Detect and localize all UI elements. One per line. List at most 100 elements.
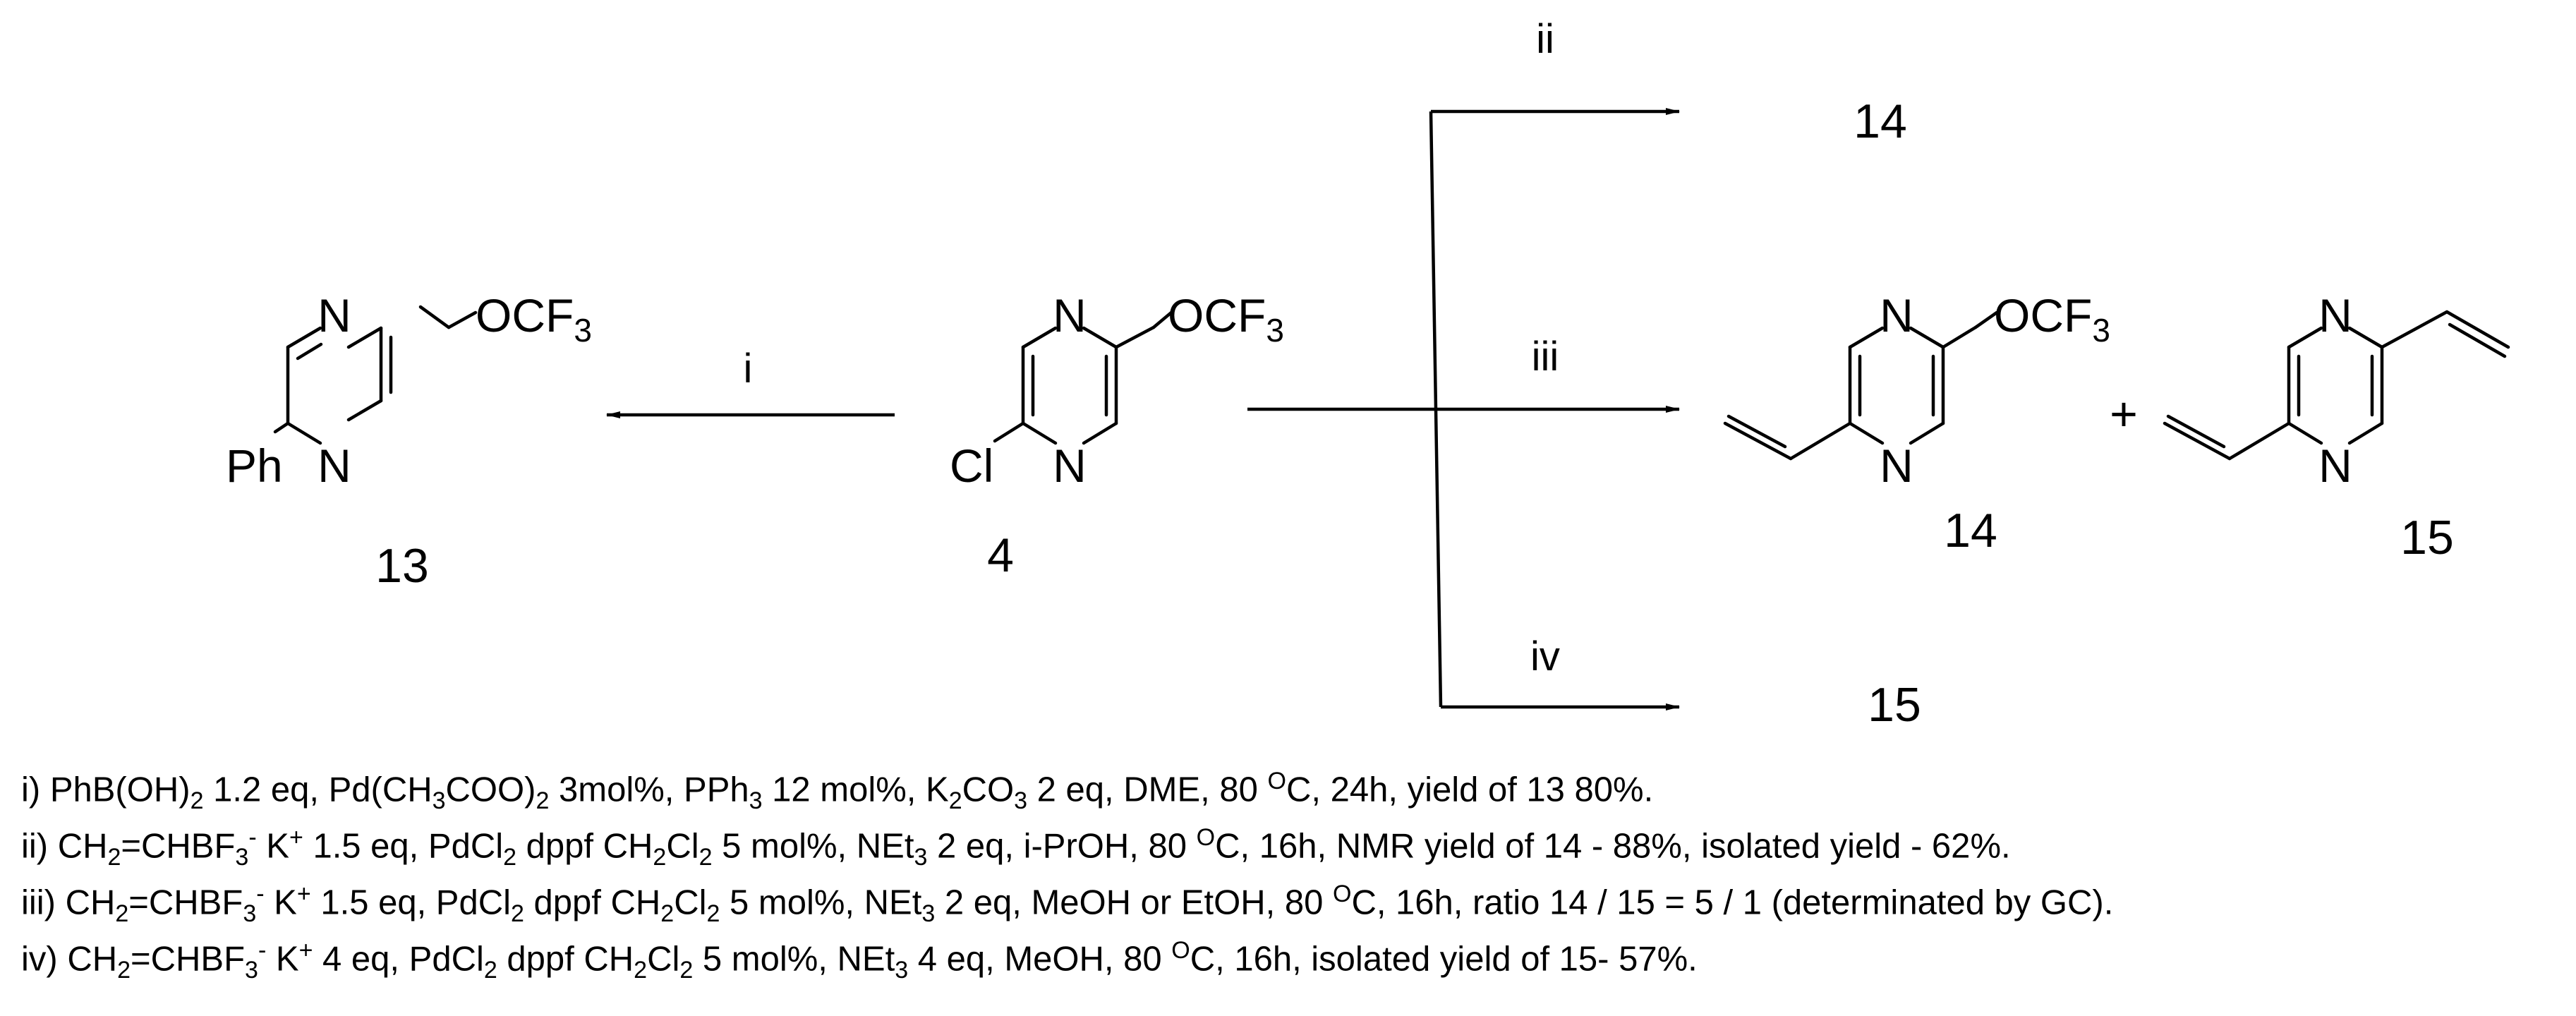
cond-sub: 3 [1014, 787, 1028, 815]
cond-sup: - [256, 881, 265, 907]
cond-sup: - [248, 824, 257, 851]
cond-sub: 2 [699, 844, 713, 871]
cond-text: Cl [647, 940, 680, 979]
cond-text: iv) CH [21, 940, 118, 979]
cond-sub: 3 [914, 844, 928, 871]
cond-text: 3mol%, PPh [549, 770, 749, 809]
cond-text: =CHBF [121, 827, 236, 866]
compound-4-structure: N N OCF3 Cl [950, 289, 1284, 492]
cond-sub: 2 [107, 844, 121, 871]
cond-text: ii) CH [21, 827, 108, 866]
cond-sub: 2 [511, 900, 524, 928]
cond-text: 12 mol%, K [762, 770, 949, 809]
compound-14-structure: N N OCF3 [1723, 289, 2110, 492]
cond-text: dppf CH [524, 883, 661, 922]
n-atom: N [2318, 289, 2352, 341]
n-atom: N [1880, 440, 1913, 492]
cond-text: K [266, 940, 299, 979]
cond-text: =CHBF [128, 883, 243, 922]
compound-14-label-top: 14 [1854, 95, 1907, 148]
cond-text: Cl [674, 883, 707, 922]
step-ii-label: ii [1536, 16, 1554, 62]
cond-sup: O [1171, 937, 1190, 964]
cond-text: dppf CH [516, 827, 653, 866]
cond-sup: O [1332, 881, 1352, 907]
compound-14-label: 14 [1944, 504, 1997, 557]
cond-text: 5 mol%, NEt [720, 883, 922, 922]
cond-sub: 2 [706, 900, 720, 928]
cond-text: dppf CH [497, 940, 634, 979]
cond-text: K [264, 883, 297, 922]
condition-i: i) PhB(OH)2 1.2 eq, Pd(CH3COO)2 3mol%, P… [21, 762, 2561, 818]
cond-sup: O [1267, 768, 1286, 794]
cond-sub: 3 [921, 900, 936, 928]
step-iv-label: iv [1530, 634, 1560, 679]
plus-sign: + [2110, 387, 2138, 441]
condition-ii: ii) CH2=CHBF3- K+ 1.5 eq, PdCl2 dppf CH2… [21, 818, 2561, 875]
cond-text: C, 24h, yield of 13 80%. [1286, 770, 1654, 809]
cond-sub: 2 [653, 844, 667, 871]
cond-text: COO) [445, 770, 536, 809]
compound-15-structure: N N [2163, 289, 2510, 492]
ocf3-group: OCF3 [1994, 289, 2110, 349]
condition-iii: iii) CH2=CHBF3- K+ 1.5 eq, PdCl2 dppf CH… [21, 875, 2561, 931]
cond-sub: 2 [483, 957, 497, 984]
step-iii-label: iii [1532, 334, 1559, 380]
cond-text: K [256, 827, 289, 866]
subscript-3: 3 [574, 312, 592, 349]
cond-sub: 3 [432, 787, 446, 815]
compound-15-label-bottom: 15 [1868, 678, 1921, 732]
cond-sub: 3 [749, 787, 763, 815]
ocf-label: OCF [1168, 289, 1266, 341]
cond-sup: O [1196, 824, 1216, 851]
cond-text: 2 eq, i-PrOH, 80 [927, 827, 1197, 866]
cond-text: 1.2 eq, Pd(CH [203, 770, 433, 809]
step-i-label: i [744, 346, 753, 392]
cond-text: C, 16h, isolated yield of 15- 57%. [1190, 940, 1698, 979]
cond-sub: 2 [503, 844, 517, 871]
cond-text: 1.5 eq, PdCl [310, 883, 511, 922]
cond-text: 4 eq, MeOH, 80 [908, 940, 1172, 979]
branch-arrows [1247, 108, 1680, 710]
reaction-conditions: i) PhB(OH)2 1.2 eq, Pd(CH3COO)2 3mol%, P… [21, 762, 2561, 988]
cond-text: i) PhB(OH) [21, 770, 191, 809]
phenyl-label: Ph [226, 440, 283, 492]
n-atom: N [1880, 289, 1913, 341]
cond-text: 2 eq, DME, 80 [1027, 770, 1268, 809]
cond-sub: 3 [895, 957, 909, 984]
n-atom: N [1053, 440, 1087, 492]
cond-sup: + [296, 881, 311, 907]
ocf3-group: OCF3 [476, 289, 592, 349]
cond-sub: 2 [117, 957, 131, 984]
cond-text: C, 16h, ratio 14 / 15 = 5 / 1 (determina… [1351, 883, 2114, 922]
subscript-3: 3 [1266, 312, 1284, 349]
cond-sub: 2 [660, 900, 675, 928]
cond-text: 4 eq, PdCl [313, 940, 484, 979]
ocf-label: OCF [476, 289, 574, 341]
cond-sup: - [258, 937, 267, 964]
compound-4-label: 4 [987, 528, 1014, 582]
compound-15-label: 15 [2400, 511, 2454, 564]
cond-sub: 2 [536, 787, 550, 815]
cond-sub: 3 [243, 900, 257, 928]
cond-sub: 2 [679, 957, 694, 984]
cond-sub: 3 [245, 957, 258, 984]
cond-text: 1.5 eq, PdCl [303, 827, 504, 866]
cond-sub: 2 [634, 957, 648, 984]
cond-sup: + [289, 824, 303, 851]
cond-sub: 2 [115, 900, 129, 928]
ocf3-group: OCF3 [1168, 289, 1284, 349]
n-atom: N [2318, 440, 2352, 492]
cond-sup: + [298, 937, 313, 964]
cond-text: 5 mol%, NEt [693, 940, 895, 979]
cond-text: iii) CH [21, 883, 116, 922]
compound-13-label: 13 [375, 539, 429, 593]
n-atom: N [1053, 289, 1087, 341]
condition-iv: iv) CH2=CHBF3- K+ 4 eq, PdCl2 dppf CH2Cl… [21, 931, 2561, 988]
chloro-label: Cl [950, 440, 993, 492]
cond-sub: 2 [190, 787, 204, 815]
ocf-label: OCF [1994, 289, 2092, 341]
subscript-3: 3 [2092, 312, 2110, 349]
compound-13-structure: N N OCF3 Ph [226, 289, 592, 492]
